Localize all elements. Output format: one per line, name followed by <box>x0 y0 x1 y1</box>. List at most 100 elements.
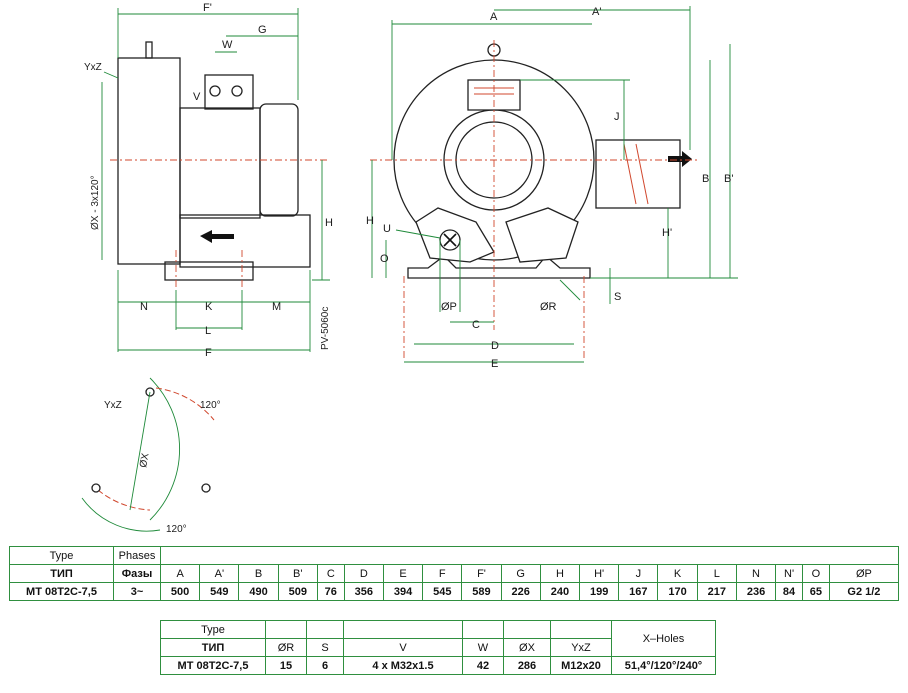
table-row: Type Phases <box>9 546 899 565</box>
dim-label-w: W <box>222 39 233 51</box>
detail-outer-arc <box>149 377 180 521</box>
value-cell: 490 <box>238 582 279 601</box>
value-cell: 589 <box>461 582 502 601</box>
value-cell: 4 x M32x1.5 <box>343 656 463 675</box>
column-header: L <box>696 564 737 583</box>
table-row: MT 08T2C-7,5 15 6 4 x M32x1.5 42 286 M12… <box>160 656 716 675</box>
side-base-plate <box>164 261 254 281</box>
table-row: MT 08T2C-7,5 3~ 500 549 490 509 76 356 3… <box>9 582 900 601</box>
column-header: ØP <box>828 564 900 583</box>
side-view: F' G W V YxZ ØX - 3x120° H N K M L F PV-… <box>84 2 333 359</box>
dim-label-n: N <box>140 301 148 313</box>
column-header: YxZ <box>550 638 612 657</box>
dim-label-x-holes: ØX - 3x120° <box>90 175 101 230</box>
front-view: A A' J B B' H' H O U ØP C ØR S D E <box>366 6 738 370</box>
header-type-en: Type <box>9 546 114 565</box>
dim-label-a-prime: A' <box>592 6 601 18</box>
dim-label-l: L <box>205 325 211 337</box>
detail-label-angle-top: 120° <box>200 400 221 411</box>
model-cell: MT 08T2C-7,5 <box>160 656 266 675</box>
value-cell: 286 <box>503 656 551 675</box>
detail-label-yxz: YxZ <box>104 400 122 411</box>
column-header: E <box>382 564 424 583</box>
header-type-ru: ТИП <box>160 638 266 657</box>
dim-label-d: D <box>491 340 499 352</box>
value-cell: 217 <box>696 582 737 601</box>
dim-label-h-prime: H' <box>662 227 672 239</box>
column-header: D <box>343 564 384 583</box>
airflow-arrow-icon <box>200 230 234 243</box>
technical-drawing: F' G W V YxZ ØX - 3x120° H N K M L F PV-… <box>81 2 738 535</box>
value-cell: 15 <box>265 656 307 675</box>
detail-label-angle-bottom: 120° <box>166 524 187 535</box>
column-header: H' <box>579 564 620 583</box>
column-header: F' <box>461 564 502 583</box>
x-holes-cell: 51,4°/120°/240° <box>611 656 716 675</box>
column-header: S <box>306 638 344 657</box>
value-cell: M12x20 <box>550 656 612 675</box>
terminal-box <box>204 74 254 110</box>
header-type-en: Type <box>160 620 266 639</box>
column-header: K <box>657 564 698 583</box>
side-lower-body <box>179 214 311 268</box>
terminal-plate-right <box>505 207 579 263</box>
side-housing <box>117 57 181 265</box>
column-header: H <box>539 564 581 583</box>
dim-label-j: J <box>614 111 620 123</box>
spec-table-secondary: Type X–Holes ТИП ØR S V W ØX YxZ MT 08T2… <box>160 620 716 675</box>
dim-label-k: K <box>205 301 213 313</box>
table-row: ТИП Фазы A A' B B' C D E F F' G H H' J K… <box>9 564 900 583</box>
dim-label-u: U <box>383 223 391 235</box>
column-header: W <box>462 638 504 657</box>
value-cell: 76 <box>316 582 345 601</box>
detail-hole-right <box>201 483 211 493</box>
dim-label-c: C <box>472 319 480 331</box>
value-cell: 545 <box>422 582 463 601</box>
model-code: PV-5060c <box>320 307 331 350</box>
column-header: G <box>500 564 541 583</box>
value-cell: 500 <box>159 582 201 601</box>
outlet-arrow-icon <box>668 151 692 167</box>
value-cell: 84 <box>775 582 803 601</box>
table-row: Type X–Holes <box>160 620 716 657</box>
value-cell: 236 <box>735 582 777 601</box>
side-motor-body <box>179 107 261 219</box>
dim-label-p: ØP <box>441 301 457 313</box>
dim-label-o: O <box>380 253 389 265</box>
dim-label-f: F <box>205 347 212 359</box>
dim-label-b: B <box>702 173 709 185</box>
value-cell: 199 <box>579 582 620 601</box>
column-header: J <box>618 564 659 583</box>
column-header: A <box>159 564 201 583</box>
column-header: V <box>343 638 463 657</box>
header-phases-en: Phases <box>113 546 161 565</box>
header-type-ru: ТИП <box>9 564 114 583</box>
value-cell: 356 <box>343 582 384 601</box>
header-x-holes: X–Holes <box>611 620 716 657</box>
value-cell: 226 <box>500 582 541 601</box>
header-phases-ru: Фазы <box>113 564 161 583</box>
phases-cell: 3~ <box>113 582 161 601</box>
side-outlet <box>595 139 681 209</box>
dim-label-h-front: H <box>366 215 374 227</box>
dim-label-s: S <box>614 291 621 303</box>
dim-label-m: M <box>272 301 281 313</box>
dim-label-h-side: H <box>325 217 333 229</box>
column-header: N' <box>775 564 803 583</box>
value-cell: 240 <box>539 582 581 601</box>
value-cell: 42 <box>462 656 504 675</box>
column-header: ØR <box>265 638 307 657</box>
dim-label-g: G <box>258 24 267 36</box>
spec-table-main: Type Phases ТИП Фазы A A' B B' C D E F F… <box>9 546 900 601</box>
value-cell: 65 <box>801 582 830 601</box>
column-header: C <box>316 564 345 583</box>
column-header: F <box>422 564 463 583</box>
lifting-pin <box>145 41 153 59</box>
dim-label-b-prime: B' <box>724 173 733 185</box>
model-cell: MT 08T2C-7,5 <box>9 582 114 601</box>
detail-view: YxZ ØX 120° 120° <box>81 377 221 535</box>
cable-gland-1 <box>209 85 221 97</box>
column-header: ØX <box>503 638 551 657</box>
value-cell: G2 1/2 <box>828 582 900 601</box>
column-header: O <box>801 564 830 583</box>
